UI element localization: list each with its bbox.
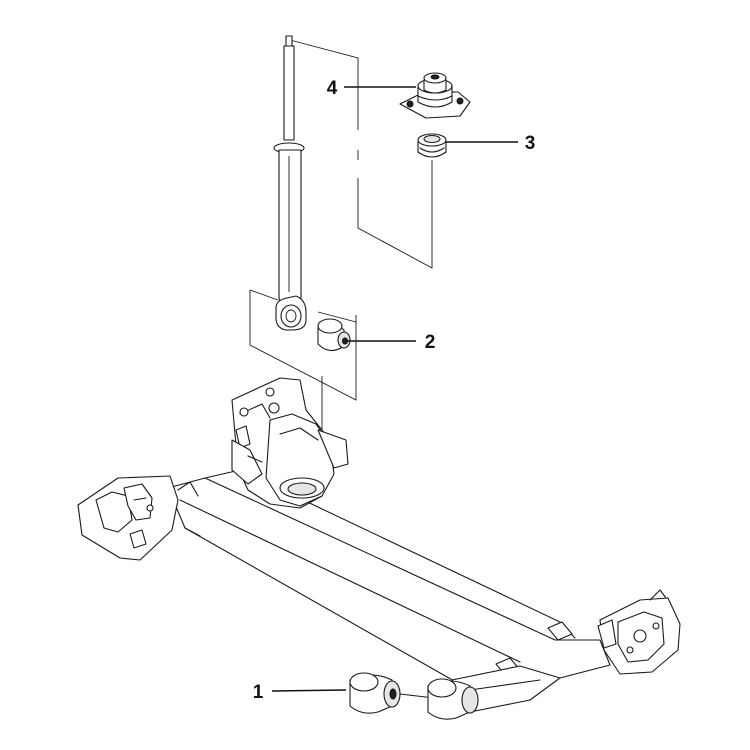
axle-bushing-right [427, 678, 479, 720]
callout-number-2: 2 [425, 332, 436, 353]
rear-beam-axle [77, 377, 681, 713]
callout-4: 4 [327, 78, 416, 99]
callout-3: 3 [446, 133, 535, 154]
shock-absorber [273, 35, 307, 331]
callout-number-3: 3 [525, 133, 536, 154]
axle-bushing-left [349, 672, 435, 714]
callout-number-4: 4 [327, 78, 338, 99]
bump-stop [417, 133, 447, 158]
assembly-guide-lines [249, 39, 433, 455]
callout-1: 1 [253, 682, 347, 703]
callout-2: 2 [348, 332, 435, 353]
callout-number-1: 1 [253, 682, 264, 703]
lower-shock-bushing [317, 318, 351, 352]
top-mount [399, 72, 471, 119]
